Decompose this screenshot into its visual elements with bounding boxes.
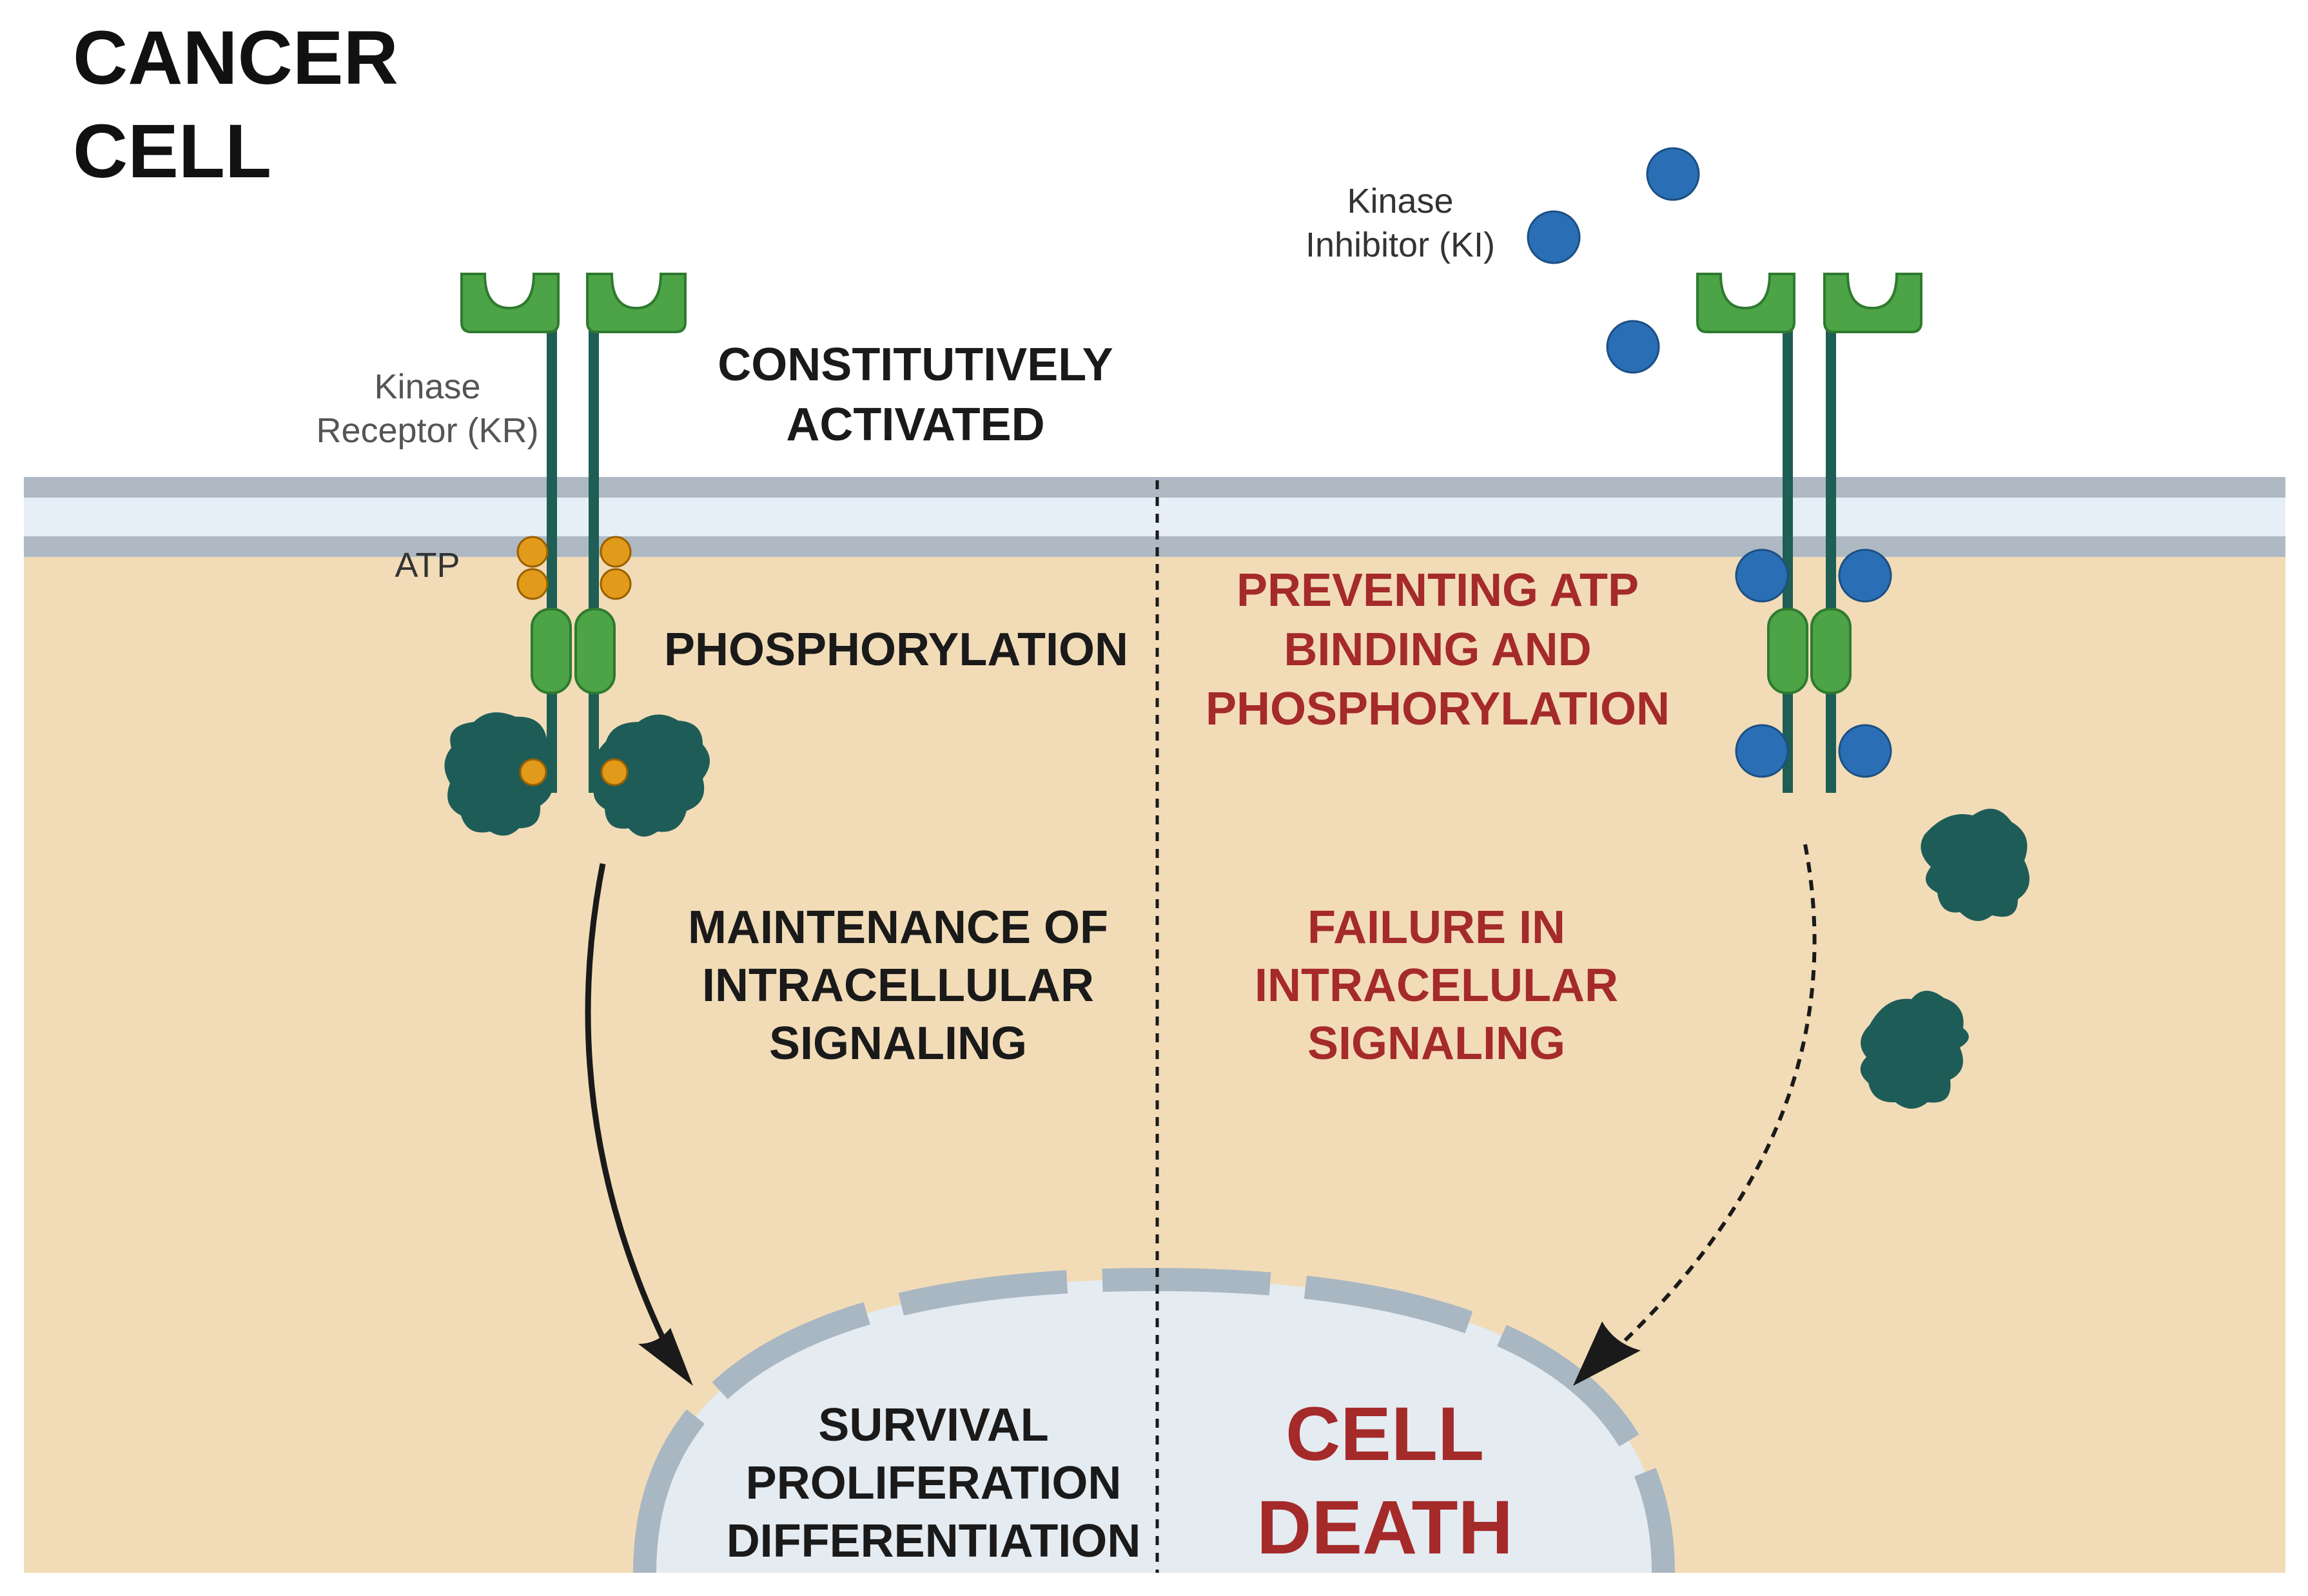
atp-bound xyxy=(519,758,629,786)
failure-arrowhead xyxy=(1573,1321,1641,1386)
kinase-inhibitor-molecules xyxy=(1527,147,1700,374)
kinase-protein-left-a xyxy=(444,712,555,836)
failure-label-line-2: INTRACELULAR xyxy=(1255,960,1618,1011)
preventing-label-line-3: PHOSPHORYLATION xyxy=(1206,683,1670,735)
nucleus xyxy=(633,1267,1675,1573)
phosphorylation-label: PHOSPHORYLATION xyxy=(664,624,1128,676)
atp-molecules xyxy=(516,536,632,600)
survival-label-line-3: DIFFERENTIATION xyxy=(727,1515,1141,1567)
activated-label-line-2: ACTIVATED xyxy=(786,399,1044,451)
atp-label: ATP xyxy=(395,546,460,585)
kinase-receptor-right xyxy=(1696,273,1922,793)
failure-label-line-1: FAILURE IN xyxy=(1307,902,1565,953)
inhibitor-label-line-2: Inhibitor (KI) xyxy=(1306,226,1495,264)
bound-inhibitors xyxy=(1735,549,1892,778)
survival-label-line-1: SURVIVAL xyxy=(818,1399,1048,1451)
receptor-label-line-1: Kinase xyxy=(374,367,480,406)
title-line-1: CANCER xyxy=(73,15,398,101)
cell-membrane xyxy=(24,477,2285,557)
maintenance-label-line-2: INTRACELLULAR xyxy=(702,960,1094,1011)
title-line-2: CELL xyxy=(73,109,271,194)
signaling-arrow xyxy=(585,863,667,1342)
receptor-label-line-2: Receptor (KR) xyxy=(316,411,538,450)
signaling-arrowhead xyxy=(638,1328,693,1386)
maintenance-label-line-1: MAINTENANCE OF xyxy=(688,902,1108,953)
failure-label-line-3: SIGNALING xyxy=(1307,1018,1565,1069)
cell-death-line-1: CELL xyxy=(1286,1392,1484,1477)
preventing-label-line-2: BINDING AND xyxy=(1284,624,1591,676)
activated-label-line-1: CONSTITUTIVELY xyxy=(718,339,1113,391)
survival-label-line-2: PROLIFERATION xyxy=(746,1457,1122,1509)
kinase-protein-free-b xyxy=(1860,990,1969,1109)
failure-arrow xyxy=(1623,844,1817,1343)
kinase-receptor-left xyxy=(460,273,687,793)
cell-death-line-2: DEATH xyxy=(1257,1485,1513,1570)
inhibitor-label-line-1: Kinase xyxy=(1347,182,1453,220)
kinase-protein-free-a xyxy=(1921,808,2029,921)
maintenance-label-line-3: SIGNALING xyxy=(769,1018,1027,1069)
preventing-label-line-1: PREVENTING ATP xyxy=(1237,565,1639,616)
kinase-protein-left-b xyxy=(593,714,710,837)
